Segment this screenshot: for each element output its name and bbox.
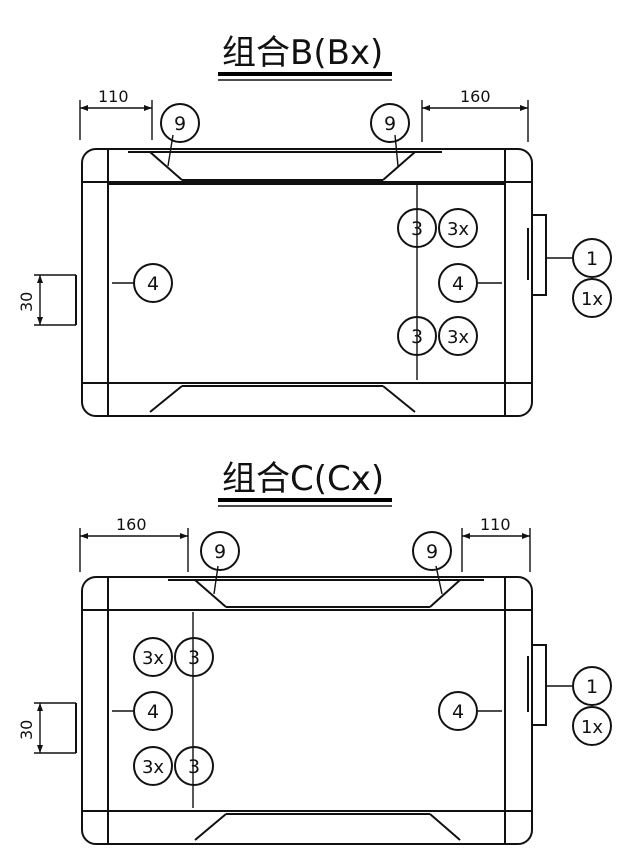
svg-text:4: 4	[147, 273, 159, 295]
diagram-b-leaders	[112, 134, 572, 284]
diagram-b-callout-4-right: 4	[438, 263, 478, 303]
svg-text:9: 9	[426, 541, 438, 563]
diagram-c-dim-left-label: 160	[116, 515, 147, 534]
diagram-c-callout-9-right: 9	[412, 531, 452, 571]
diagram-c: 组合C(Cx) 160 110 30	[17, 459, 612, 845]
diagram-c-callout-4-left: 4	[133, 691, 173, 731]
diagram-b-callout-1: 1	[572, 238, 612, 278]
svg-text:9: 9	[384, 113, 396, 135]
diagram-c-frame	[81, 576, 547, 845]
diagram-b-callout-4-left: 4	[133, 263, 173, 303]
diagram-c-dim-right-label: 110	[480, 515, 511, 534]
svg-text:1x: 1x	[581, 717, 603, 738]
diagram-b-callout-3x-bottom: 3x	[438, 316, 478, 356]
svg-text:4: 4	[452, 701, 464, 723]
diagram-b-callout-3x-top: 3x	[438, 208, 478, 248]
diagram-c-callout-9-left: 9	[200, 531, 240, 571]
diagram-c-callout-3x-bottom: 3x	[133, 746, 173, 786]
diagram-b-dim-left: 110	[79, 87, 153, 140]
svg-text:9: 9	[174, 113, 186, 135]
svg-text:4: 4	[452, 273, 464, 295]
svg-text:3x: 3x	[142, 648, 164, 669]
svg-text:3x: 3x	[447, 219, 469, 240]
diagram-c-callout-1: 1	[572, 666, 612, 706]
diagram-b-callout-9-right: 9	[370, 103, 410, 143]
svg-text:3x: 3x	[447, 327, 469, 348]
diagram-c-dim-side: 30	[17, 702, 77, 754]
svg-text:9: 9	[214, 541, 226, 563]
svg-text:1x: 1x	[581, 289, 603, 310]
svg-text:3: 3	[188, 647, 200, 669]
diagram-c-leaders	[112, 565, 572, 712]
svg-text:3: 3	[411, 218, 423, 240]
diagram-b-dim-side-label: 30	[17, 292, 36, 312]
diagram-b-dim-left-label: 110	[98, 87, 129, 106]
svg-text:3x: 3x	[142, 757, 164, 778]
diagram-c-callout-3-bottom: 3	[174, 746, 214, 786]
diagram-c-dim-right: 110	[461, 515, 531, 572]
svg-text:1: 1	[586, 676, 598, 698]
diagram-b-dim-right: 160	[421, 87, 529, 142]
diagram-c-callout-3-top: 3	[174, 637, 214, 677]
diagram-b-callout-3-bottom: 3	[397, 316, 437, 356]
diagram-b-frame	[81, 148, 547, 417]
diagram-c-dim-left: 160	[79, 515, 189, 572]
diagram-b-callout-3-top: 3	[397, 208, 437, 248]
diagram-b-callout-9-left: 9	[160, 103, 200, 143]
diagram-c-callout-3x-top: 3x	[133, 637, 173, 677]
diagram-c-title: 组合C(Cx)	[222, 459, 384, 499]
diagram-c-dim-side-label: 30	[17, 720, 36, 740]
diagram-b: 组合B(Bx) 110 160 30	[17, 33, 612, 417]
svg-text:3: 3	[411, 326, 423, 348]
diagram-b-dim-side: 30	[17, 274, 77, 326]
svg-text:3: 3	[188, 756, 200, 778]
diagram-b-dim-right-label: 160	[460, 87, 491, 106]
svg-text:1: 1	[586, 248, 598, 270]
diagram-c-callout-1x: 1x	[572, 706, 612, 746]
diagram-b-title: 组合B(Bx)	[222, 33, 383, 73]
diagram-c-callout-4-right: 4	[438, 691, 478, 731]
diagram-b-callout-1x: 1x	[572, 278, 612, 318]
svg-text:4: 4	[147, 701, 159, 723]
